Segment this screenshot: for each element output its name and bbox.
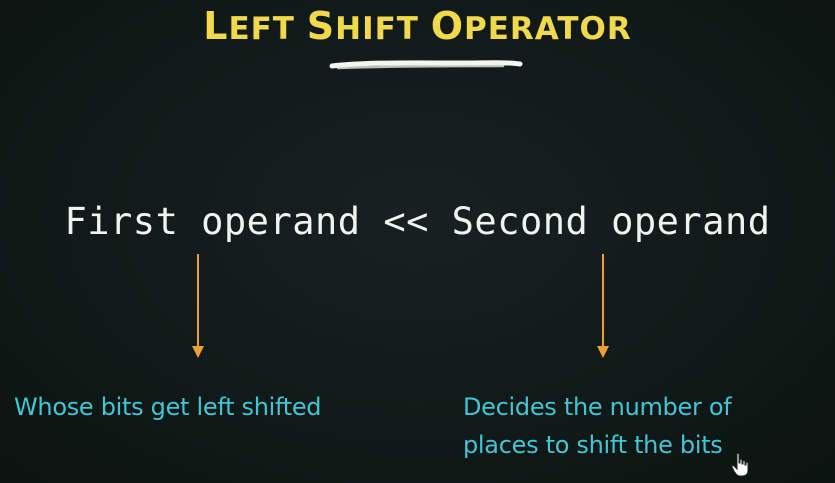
title-underline-brush-stroke: [329, 60, 523, 70]
title-word-left: EFT: [228, 11, 307, 47]
title-word-shift: HIFT: [335, 11, 431, 47]
second-operand-note: Decides the number of places to shift th…: [463, 388, 732, 464]
slide-title: LEFT SHIFT OPERATOR: [0, 4, 835, 48]
second-operand-note-line2: places to shift the bits: [463, 431, 723, 459]
shift-expression: First operand << Second operand: [64, 200, 771, 243]
title-letter-l: L: [203, 4, 229, 48]
down-arrow-icon: [597, 254, 609, 358]
title-word-operator: PERATOR: [464, 11, 632, 47]
title-letter-s: S: [306, 4, 336, 48]
hand-pointer-cursor-icon: [731, 452, 749, 477]
title-letter-o: O: [430, 4, 465, 48]
first-operand-note: Whose bits get left shifted: [14, 393, 322, 421]
down-arrow-icon: [192, 254, 204, 358]
second-operand-note-line1: Decides the number of: [463, 393, 732, 421]
